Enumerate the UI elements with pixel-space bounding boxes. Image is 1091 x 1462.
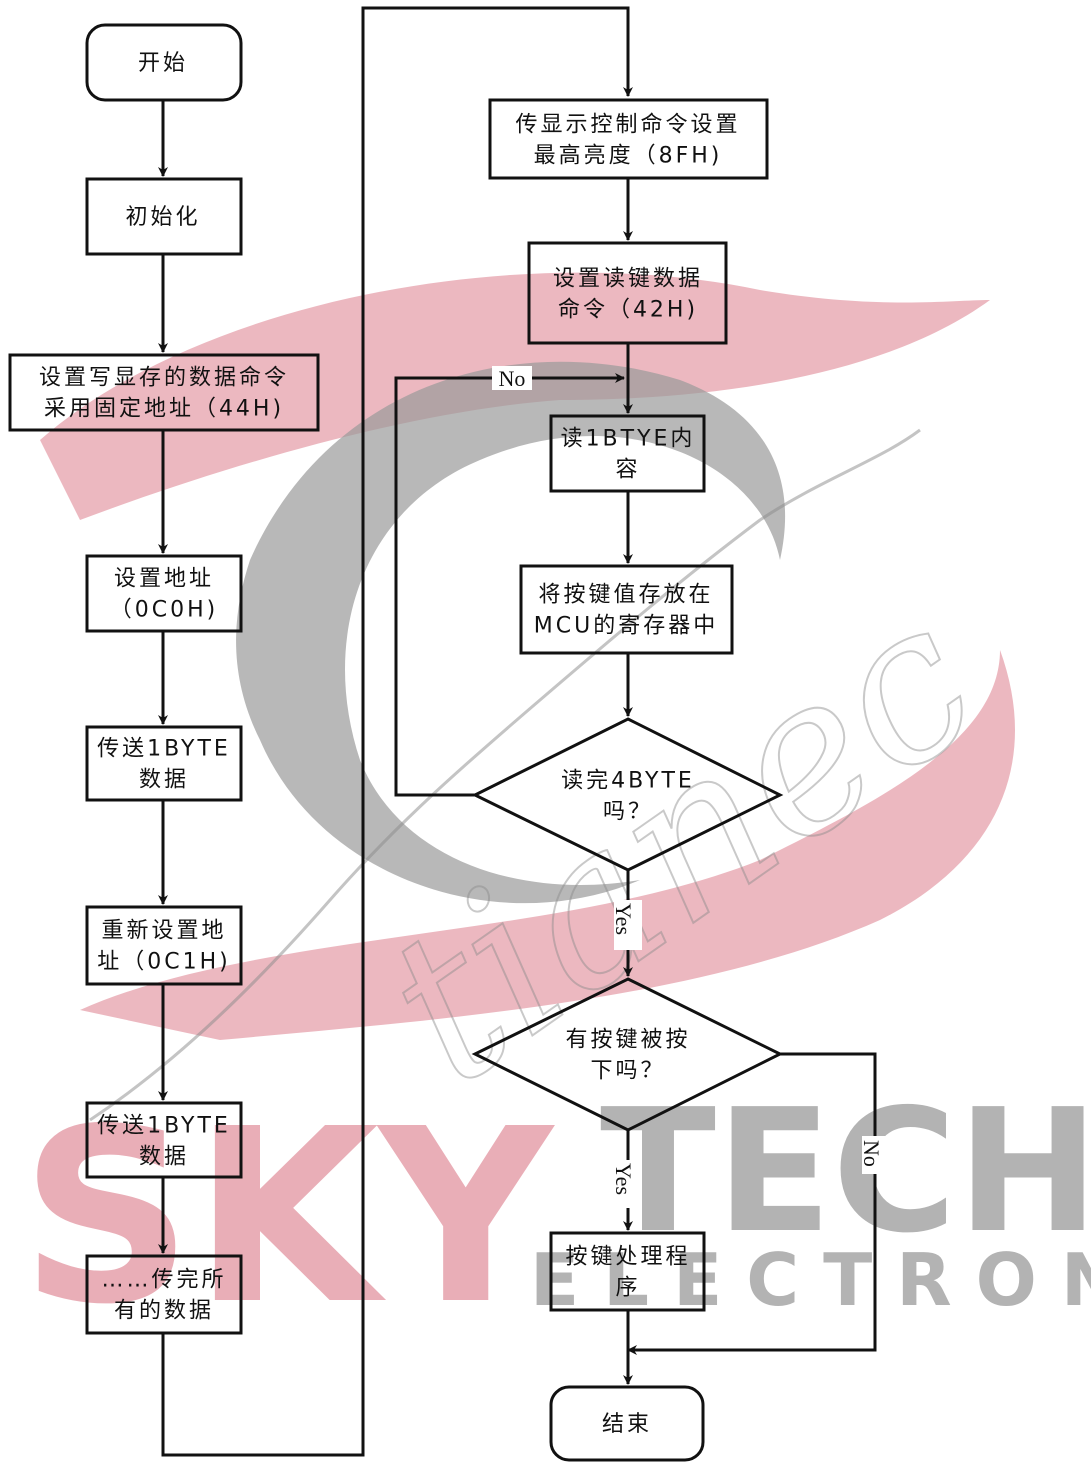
- node-sendall-text: ……传完所有的数据: [101, 1268, 226, 1324]
- node-setaddr-text: 设置地址 （0C0H): [110, 567, 218, 623]
- node-setwrite: [8, 353, 320, 432]
- node-text-line: 有的数据: [114, 1299, 214, 1324]
- node-read1: [549, 414, 706, 493]
- node-end-text: 结束: [602, 1412, 652, 1437]
- node-text-line: 开始: [138, 51, 188, 76]
- node-text-line: 读1BTYE内: [561, 427, 696, 452]
- node-handle: [549, 1231, 706, 1312]
- edge-label-yes-key: Yes: [611, 1163, 636, 1195]
- node-store: [519, 564, 734, 655]
- node-text-line: 吗？: [603, 800, 653, 825]
- edge-label-no-loop: No: [499, 366, 526, 391]
- node-text-line: 采用固定地址（44H): [44, 397, 284, 422]
- node-text-line: （0C0H): [110, 598, 218, 623]
- node-text-line: 读完4BYTE: [561, 769, 695, 794]
- node-setread-text: 设置读键数据命令（42H): [553, 267, 703, 323]
- node-store-text: 将按键值存放在 MCU的寄存器中: [534, 583, 718, 639]
- edge-label-bg: [492, 366, 532, 390]
- node-done4-text: 读完4BYTE 吗？: [561, 769, 695, 825]
- watermark-pink-swoosh-bottom: [80, 650, 1015, 1040]
- edge-label-no-key: No: [859, 1140, 884, 1167]
- watermark-brand-right: TECH: [600, 1073, 1091, 1271]
- node-text-line: 重新设置地: [101, 919, 226, 944]
- node-text-line: 序: [615, 1276, 640, 1301]
- node-keypress: [471, 977, 784, 1132]
- node-init: [85, 177, 243, 256]
- node-text-line: 址（0C1H): [97, 950, 230, 975]
- watermark-sub: ELECTRONIC: [530, 1238, 1091, 1322]
- node-text-line: MCU的寄存器中: [534, 614, 718, 639]
- edge-label-bg: [614, 900, 642, 950]
- node-read1-text: 读1BTYE内容: [561, 427, 696, 483]
- node-text-line: ……传完所: [101, 1268, 226, 1293]
- node-text-line: 传送1BYTE: [97, 1114, 231, 1139]
- node-text-line: 容: [615, 458, 640, 483]
- node-text-line: 初始化: [125, 205, 200, 230]
- node-text-line: 设置写显存的数据命令: [39, 366, 289, 391]
- node-text-line: 设置地址: [114, 567, 214, 592]
- edge-keypress-no: [627, 1052, 877, 1355]
- edge-label-bg: [862, 1136, 888, 1174]
- node-text-line: 有按键被按: [565, 1028, 690, 1053]
- edge-sendall-display: [161, 6, 633, 1457]
- node-send1: [85, 725, 243, 802]
- watermark: SKY TECH ELECTRONIC tianec: [20, 272, 1091, 1357]
- node-text-line: 传显示控制命令设置: [515, 113, 740, 138]
- edges: [158, 6, 877, 1457]
- node-text-line: 结束: [602, 1412, 652, 1437]
- node-send2: [85, 1101, 243, 1179]
- node-text-line: 下吗？: [590, 1059, 665, 1084]
- node-text-line: 最高亮度（8FH): [534, 144, 723, 169]
- node-text-line: 数据: [139, 768, 189, 793]
- node-sendall: [85, 1254, 243, 1335]
- node-start-text: 开始: [138, 51, 188, 76]
- node-resetaddr: [85, 905, 243, 986]
- node-text-line: 传送1BYTE: [97, 737, 231, 762]
- watermark-gray-swoosh: [236, 361, 786, 904]
- node-handle-text: 按键处理程序: [565, 1245, 690, 1301]
- node-init-text: 初始化: [125, 205, 200, 230]
- watermark-brand-left: SKY: [20, 1077, 556, 1357]
- node-resetaddr-text: 重新设置地址（0C1H): [97, 919, 230, 975]
- node-end: [549, 1385, 705, 1462]
- node-start: [85, 23, 243, 102]
- node-display-text: 传显示控制命令设置最高亮度（8FH): [515, 113, 740, 169]
- node-display: [488, 98, 769, 180]
- node-keypress-text: 有按键被按下吗？: [565, 1028, 690, 1084]
- node-send1-text: 传送1BYTE 数据: [97, 737, 231, 793]
- node-text-line: 设置读键数据: [553, 267, 703, 292]
- node-setaddr: [85, 554, 243, 633]
- node-done4: [471, 717, 784, 872]
- node-send2-text: 传送1BYTE 数据: [97, 1114, 231, 1170]
- node-text-line: 将按键值存放在: [538, 583, 713, 608]
- edge-label-bg: [614, 1160, 642, 1208]
- node-text-line: 命令（42H): [558, 298, 698, 323]
- node-text-line: 数据: [139, 1145, 189, 1170]
- node-text-line: 按键处理程: [565, 1245, 690, 1270]
- node-setread: [527, 241, 728, 345]
- watermark-script-stroke: [89, 428, 921, 1122]
- edge-label-yes-done: Yes: [611, 903, 636, 935]
- node-setwrite-text: 设置写显存的数据命令采用固定地址（44H): [39, 366, 289, 422]
